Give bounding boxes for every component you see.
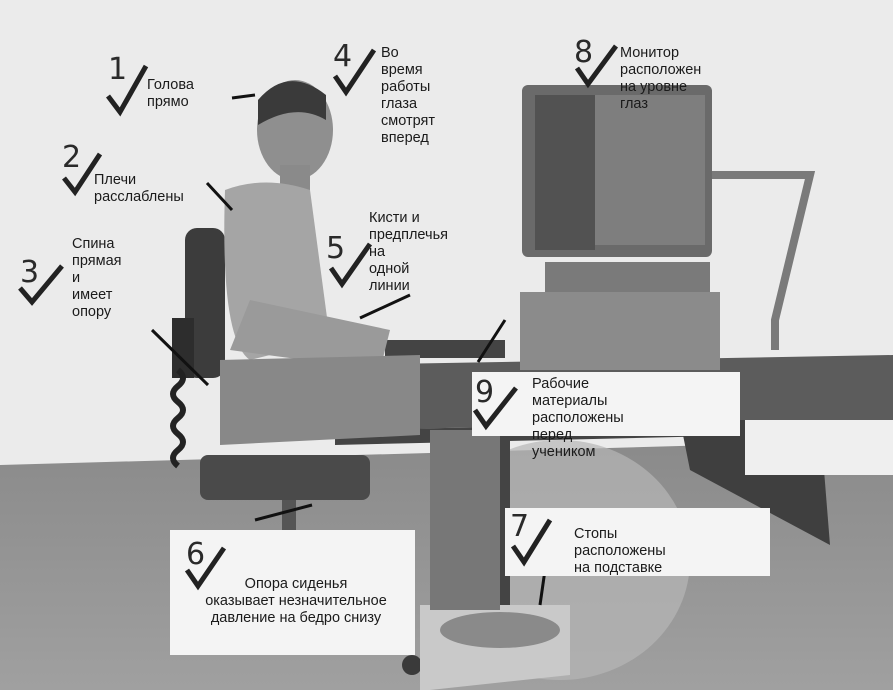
checkmark-icon — [574, 44, 619, 89]
callout-number: 4 — [333, 39, 353, 74]
callout-text: Монитор расположен на уровне глаз — [620, 45, 702, 112]
callout-text: Спина прямая и имеет опору — [72, 236, 122, 320]
desk-lamp — [712, 171, 816, 350]
callout-7-box — [505, 508, 770, 576]
keyboard — [385, 340, 505, 358]
callout-text: Голова прямо — [147, 77, 194, 110]
callout-9-box — [472, 372, 740, 436]
callout-text: Кисти и предплечья на одной линии — [369, 210, 448, 294]
checkmark-icon — [62, 152, 103, 197]
callout-text: Стопы расположены на подставке — [574, 526, 666, 576]
checkmark-icon — [106, 64, 149, 117]
checkmark-icon — [332, 48, 377, 97]
monitor — [522, 85, 712, 257]
checkmark-icon — [328, 242, 373, 289]
student-figure — [220, 80, 560, 648]
callout-text: Опора сиденья оказывает незначительное д… — [205, 576, 387, 626]
callout-number: 3 — [20, 255, 40, 290]
callout-6-box — [170, 530, 415, 655]
callout-number: 7 — [510, 509, 530, 544]
checkmark-icon — [18, 264, 64, 306]
monitor-stand — [545, 262, 710, 292]
callout-number: 9 — [475, 375, 495, 410]
callout-number: 6 — [186, 537, 206, 572]
system-unit — [520, 292, 720, 370]
pointer-lines — [150, 93, 547, 606]
callout-text: Во время работы глаза смотрят вперед — [381, 45, 435, 146]
callout-text: Рабочие материалы расположены перед учен… — [532, 376, 624, 460]
callout-number: 2 — [62, 140, 82, 175]
callout-number: 1 — [108, 52, 128, 87]
checkmark-icon — [510, 518, 553, 567]
callout-number: 5 — [326, 231, 346, 266]
callout-text: Плечи расслаблены — [94, 172, 184, 205]
checkmark-icon — [472, 386, 518, 431]
checkmark-icon — [184, 546, 227, 591]
callout-number: 8 — [574, 35, 594, 70]
